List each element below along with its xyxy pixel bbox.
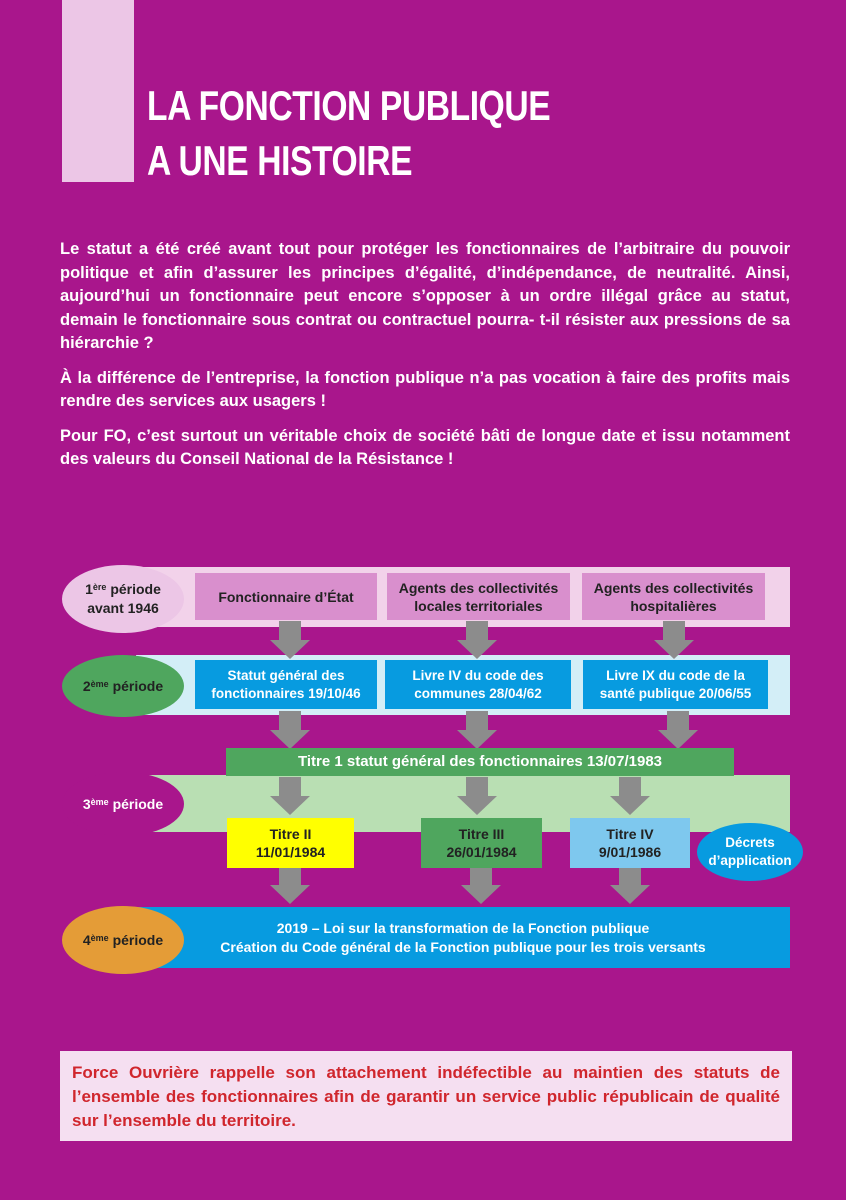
period-4-text: 2019 – Loi sur la transformation de la F… bbox=[136, 907, 790, 968]
intro-paragraph-1: Le statut a été créé avant tout pour pro… bbox=[60, 240, 790, 352]
period-2-oval: 2ème période bbox=[62, 655, 184, 717]
box-agents-hospitalieres: Agents des collectivités hospitalières bbox=[582, 573, 765, 620]
intro-paragraph-2: À la différence de l’entreprise, la fonc… bbox=[60, 368, 790, 411]
period-4-label: 4ème période bbox=[82, 931, 164, 948]
titre-1-bar: Titre 1 statut général des fonctionnaire… bbox=[226, 748, 734, 776]
arrow-down bbox=[270, 621, 310, 659]
decrets-application-oval: Décrets d’application bbox=[697, 823, 803, 881]
period-4-band bbox=[136, 907, 790, 968]
arrow-down bbox=[461, 866, 501, 904]
period-2-label: 2ème période bbox=[82, 677, 164, 694]
box-fonctionnaire-etat: Fonctionnaire d’État bbox=[195, 573, 377, 620]
title-accent-bar bbox=[62, 0, 134, 182]
arrow-down bbox=[457, 621, 497, 659]
arrow-down bbox=[610, 777, 650, 815]
box-livre-iv: Livre IV du code des communes 28/04/62 bbox=[385, 660, 571, 709]
intro-paragraph-3: Pour FO, c’est surtout un véritable choi… bbox=[60, 426, 790, 469]
title-line-2: A UNE HISTOIRE bbox=[147, 137, 413, 184]
box-titre-ii: Titre II 11/01/1984 bbox=[227, 818, 354, 868]
box-agents-territoriales: Agents des collectivités locales territo… bbox=[387, 573, 570, 620]
arrow-down bbox=[270, 777, 310, 815]
box-livre-ix: Livre IX du code de la santé publique 20… bbox=[583, 660, 768, 709]
footer-statement: Force Ouvrière rappelle son attachement … bbox=[60, 1051, 792, 1141]
period-4-oval: 4ème période bbox=[62, 906, 184, 974]
period-3-label: 3ème période bbox=[82, 795, 164, 812]
arrow-down bbox=[270, 866, 310, 904]
arrow-down bbox=[610, 866, 650, 904]
period-4-line-1: 2019 – Loi sur la transformation de la F… bbox=[276, 919, 650, 936]
page-title: LA FONCTION PUBLIQUE A UNE HISTOIRE bbox=[147, 78, 551, 188]
arrow-down bbox=[270, 711, 310, 749]
period-4-line-2: Création du Code général de la Fonction … bbox=[220, 938, 706, 955]
arrow-down bbox=[658, 711, 698, 749]
title-line-1: LA FONCTION PUBLIQUE bbox=[147, 82, 551, 129]
period-1-oval: 1ère période avant 1946 bbox=[62, 565, 184, 633]
intro-text: Le statut a été créé avant tout pour pro… bbox=[60, 238, 790, 483]
period-1-subtitle: avant 1946 bbox=[87, 600, 159, 616]
arrow-down bbox=[654, 621, 694, 659]
arrow-down bbox=[457, 711, 497, 749]
box-titre-iv: Titre IV 9/01/1986 bbox=[570, 818, 690, 868]
box-statut-general-1946: Statut général des fonctionnaires 19/10/… bbox=[195, 660, 377, 709]
period-1-label: 1ère période bbox=[85, 581, 161, 597]
period-3-oval: 3ème période bbox=[62, 772, 184, 836]
arrow-down bbox=[457, 777, 497, 815]
box-titre-iii: Titre III 26/01/1984 bbox=[421, 818, 542, 868]
